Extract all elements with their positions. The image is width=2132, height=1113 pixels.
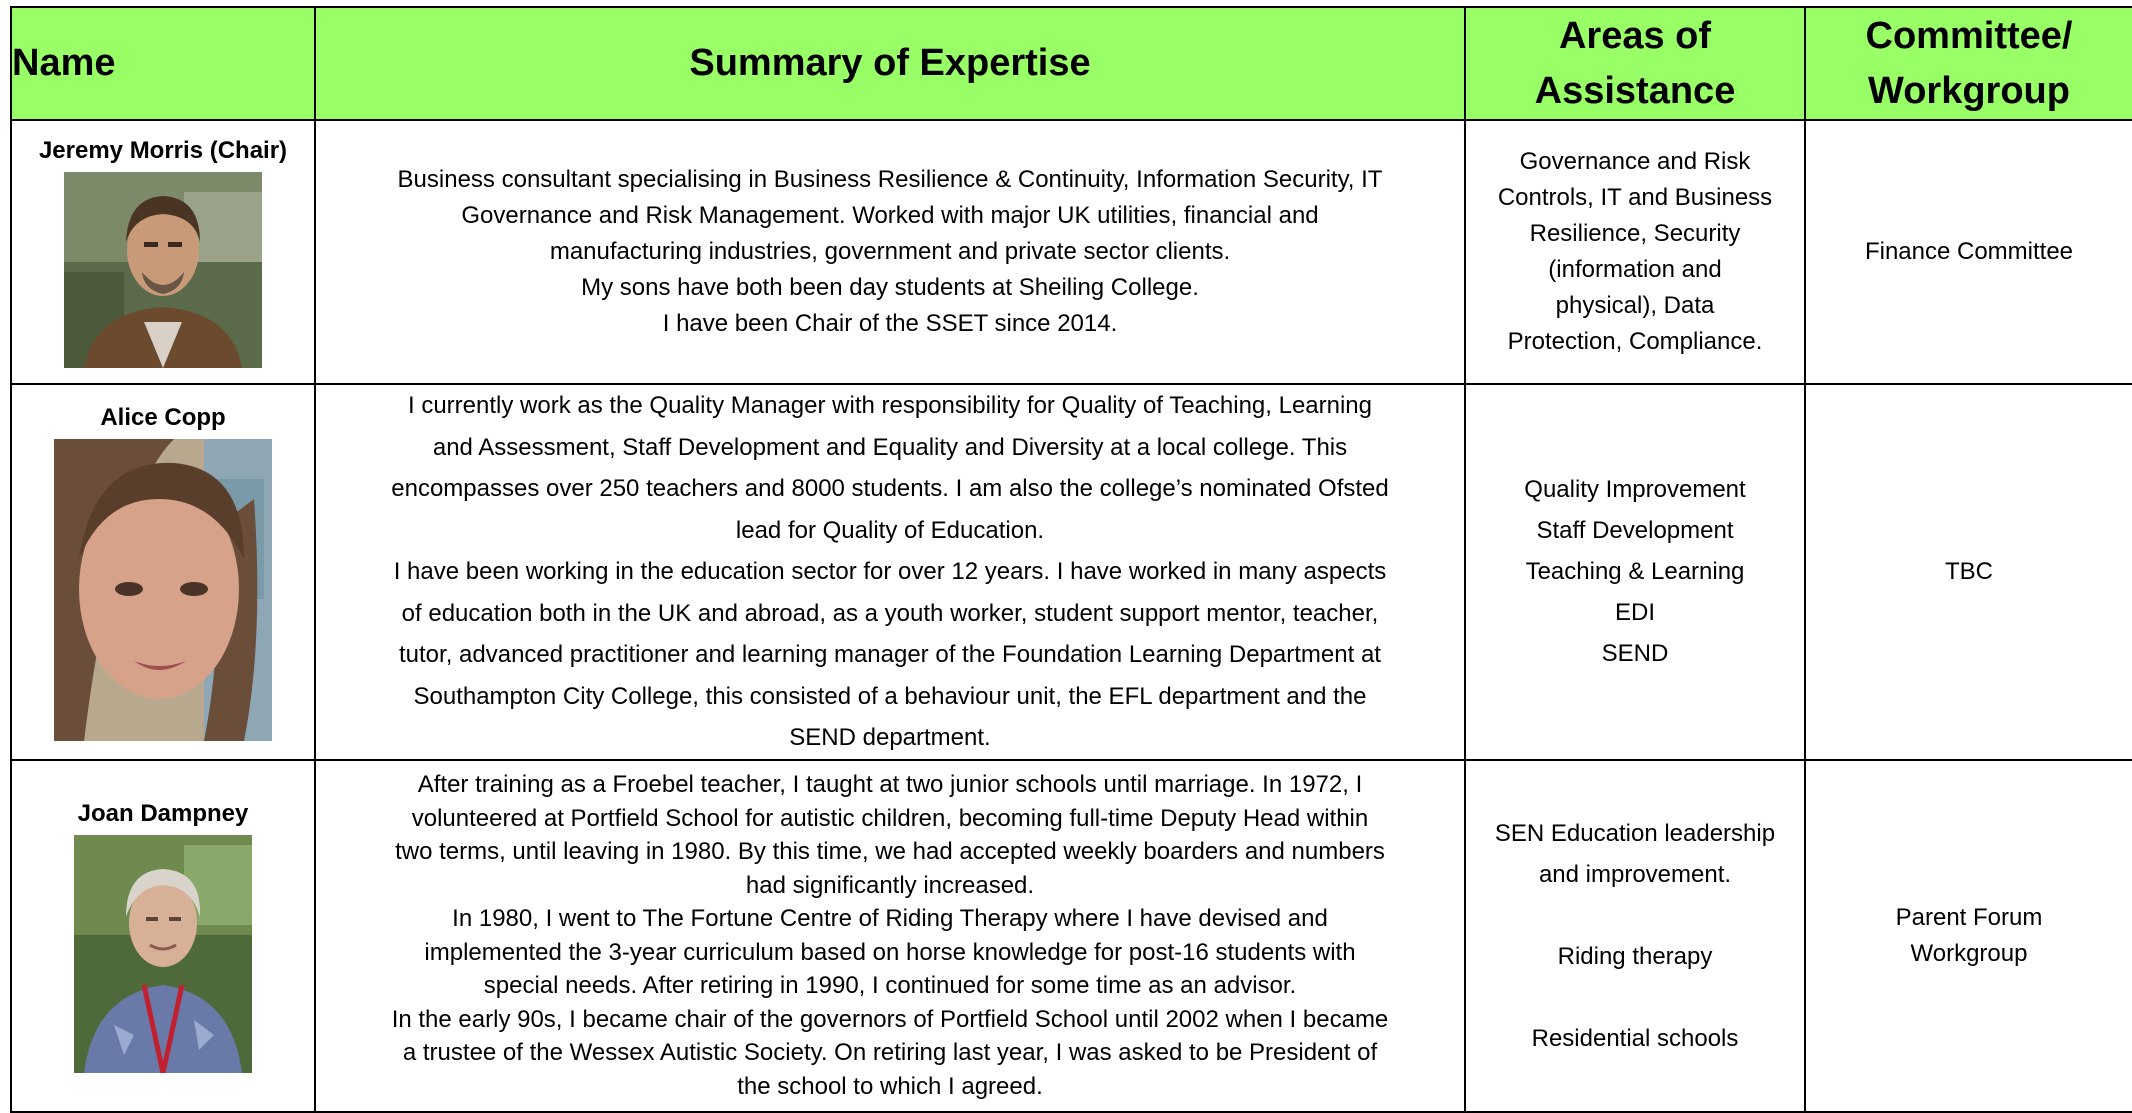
summary-line: I currently work as the Quality Manager … <box>407 392 1373 419</box>
summary-line: two terms, until leaving in 1980. By thi… <box>395 838 1385 865</box>
summary-line: After training as a Froebel teacher, I t… <box>417 771 1363 798</box>
trustee-row: Alice Copp <box>10 383 2132 761</box>
area-line: EDI <box>1614 599 1655 627</box>
area-line: SEN Education leadership <box>1494 819 1776 847</box>
area-line: Controls, IT and Business <box>1497 184 1773 211</box>
trustee-name: Jeremy Morris (Chair) <box>38 137 288 164</box>
summary-line: In the early 90s, I became chair of the … <box>391 1005 1389 1033</box>
summary-line: implemented the 3-year curriculum based … <box>424 938 1356 966</box>
summary-line: I have been Chair of the SSET since 2014… <box>662 310 1118 337</box>
summary-cell: I currently work as the Quality Manager … <box>314 383 1466 761</box>
committee-cell: Parent Forum Workgroup <box>1804 758 2132 1113</box>
summary-line: the school to which I agreed. <box>737 1072 1043 1100</box>
areas-cell: SEN Education leadership and improvement… <box>1464 758 1806 1113</box>
header-areas: Areas of Assistance <box>1464 6 1806 121</box>
header-committee: Committee/ Workgroup <box>1804 6 2132 121</box>
trustee-name: Joan Dampney <box>77 799 249 827</box>
summary-line: volunteered at Portfield School for auti… <box>411 804 1369 832</box>
summary-line: of education both in the UK and abroad, … <box>401 599 1379 627</box>
area-line: Staff Development <box>1536 517 1734 545</box>
summary-line: tutor, advanced practitioner and learnin… <box>399 641 1381 668</box>
area-line: and improvement. <box>1538 860 1732 888</box>
areas-cell: Quality Improvement Staff Development Te… <box>1464 383 1806 761</box>
summary-line: Governance and Risk Management. Worked w… <box>461 202 1319 229</box>
area-spacer <box>1466 895 1804 936</box>
committee-line: Parent Forum <box>1895 903 2043 931</box>
committee-line: Finance Committee <box>1864 238 2074 265</box>
summary-cell: Business consultant specialising in Busi… <box>314 119 1466 385</box>
summary-line: Southampton City College, this consisted… <box>413 682 1367 710</box>
summary-line: a trustee of the Wessex Autistic Society… <box>402 1039 1378 1066</box>
header-committee-line2: Workgroup <box>1868 69 2070 112</box>
summary-line: I have been working in the education sec… <box>393 558 1387 585</box>
header-row: Name Summary of Expertise Areas of Assis… <box>10 6 2132 121</box>
area-line: Quality Improvement <box>1524 476 1746 504</box>
header-areas-line2: Assistance <box>1534 69 1736 112</box>
area-line: SEND <box>1601 640 1669 668</box>
area-spacer <box>1466 977 1804 1018</box>
committee-line: Workgroup <box>1910 939 2028 967</box>
header-name: Name <box>10 6 316 121</box>
portrait-woman-photo <box>54 438 272 741</box>
trustee-row: Joan Dampney <box>10 758 2132 1113</box>
summary-line: lead for Quality of Education. <box>735 516 1045 544</box>
area-line: Teaching & Learning <box>1525 558 1745 586</box>
area-line: Governance and Risk <box>1519 148 1751 175</box>
committee-cell: Finance Committee <box>1804 119 2132 385</box>
header-areas-line1: Areas of <box>1558 14 1712 57</box>
trustee-name: Alice Copp <box>100 403 226 431</box>
area-line: Protection, Compliance. <box>1507 328 1763 355</box>
committee-line: TBC <box>1945 557 1993 585</box>
area-line: (information and <box>1548 256 1722 283</box>
header-committee-line1: Committee/ <box>1865 14 2073 57</box>
summary-line: SEND department. <box>789 724 991 751</box>
summary-line: Business consultant specialising in Busi… <box>397 166 1383 193</box>
summary-line: My sons have both been day students at S… <box>581 274 1199 301</box>
summary-line: manufacturing industries, government and… <box>549 238 1231 265</box>
summary-line: In 1980, I went to The Fortune Centre of… <box>452 905 1328 932</box>
portrait-man-photo <box>64 172 262 368</box>
areas-cell: Governance and Risk Controls, IT and Bus… <box>1464 119 1806 385</box>
trustees-table: Name Summary of Expertise Areas of Assis… <box>10 6 2132 1113</box>
name-cell: Jeremy Morris (Chair) <box>10 119 316 385</box>
header-summary: Summary of Expertise <box>314 6 1466 121</box>
summary-line: had significantly increased. <box>745 871 1035 899</box>
area-line: Resilience, Security <box>1529 220 1741 247</box>
area-line: physical), Data <box>1555 292 1715 319</box>
area-line: Residential schools <box>1531 1024 1739 1052</box>
area-line: Riding therapy <box>1557 942 1713 970</box>
portrait-elderly-woman-photo <box>74 834 252 1073</box>
committee-cell: TBC <box>1804 383 2132 761</box>
summary-line: special needs. After retiring in 1990, I… <box>483 972 1297 999</box>
summary-line: and Assessment, Staff Development and Eq… <box>432 433 1348 461</box>
summary-cell: After training as a Froebel teacher, I t… <box>314 758 1466 1113</box>
trustee-row: Jeremy Morris (Chair) <box>10 119 2132 385</box>
name-cell: Alice Copp <box>10 383 316 761</box>
name-cell: Joan Dampney <box>10 758 316 1113</box>
summary-line: encompasses over 250 teachers and 8000 s… <box>391 475 1389 502</box>
